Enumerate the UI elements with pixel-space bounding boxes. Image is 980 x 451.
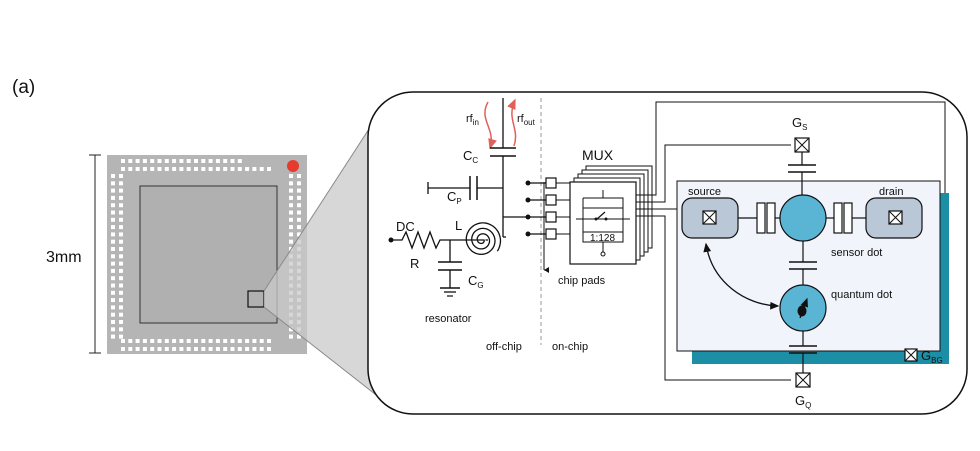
cp-label: CP [447,189,462,206]
gbg-label: GBG [921,348,943,365]
gq-label: GQ [795,393,811,410]
r-label: R [410,256,419,271]
sensor-dot [779,194,827,242]
drain-label: drain [879,186,903,198]
chip-photo: 3mm [46,154,307,354]
resistor [391,230,488,250]
tunnel-barrier-right [833,202,843,234]
orientation-marker [287,160,299,172]
mux-ratio: 1:128 [590,233,615,244]
l-label: L [455,218,462,233]
chip-die [139,185,278,324]
mux-block [569,165,653,265]
off-chip-label: off-chip [486,341,522,353]
on-chip-label: on-chip [552,341,588,353]
resonator-label: resonator [425,313,472,325]
rf-in-arrow [484,101,497,150]
cc-label: CC [463,148,478,165]
rf-in-label: rfin [466,113,479,127]
chip-pad [545,228,557,240]
chip-pad-column [545,177,570,240]
mux-label: MUX [582,147,614,163]
inductor-spiral [465,222,502,256]
tunnel-barrier-left [756,202,766,234]
chip-pad [545,211,557,223]
rf-out-label: rfout [517,113,536,127]
zoom-cone [264,112,380,398]
rf-out-arrow [507,98,517,147]
chip-pads-label: chip pads [558,275,606,287]
dc-label: DC [396,219,415,234]
gs-label: GS [792,115,807,132]
quantum-dot-label: quantum dot [831,289,892,301]
sensor-dot-label: sensor dot [831,247,882,259]
panel-label: (a) [12,77,35,98]
source-label: source [688,186,721,198]
chip-pad [545,177,557,189]
pad-connections [503,180,546,237]
cg-label: CG [468,273,484,290]
tunneling-arrow [703,242,780,310]
chip-size-label: 3mm [46,249,82,266]
chip-pad [545,194,557,206]
